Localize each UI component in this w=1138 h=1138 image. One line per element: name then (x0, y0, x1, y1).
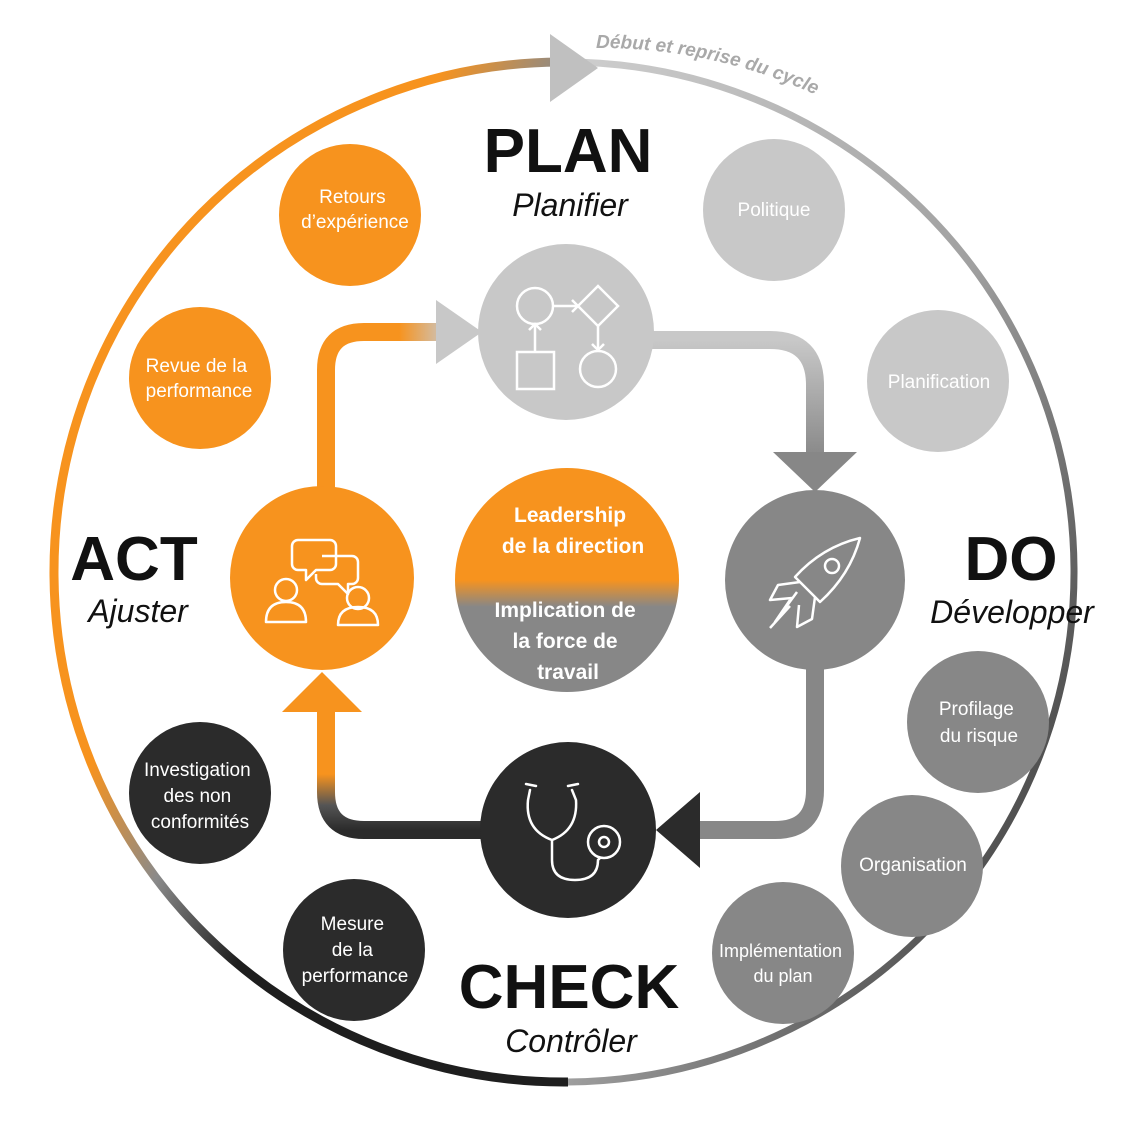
svg-text:Implémentation du plan: Implémentation du plan (719, 941, 847, 986)
bubble-revue-line-2: performance (146, 381, 253, 402)
bubble-organisation-label: Organisation (859, 855, 967, 876)
bubble-profilage-line-1: Profilage (939, 699, 1014, 720)
act-subtitle: Ajuster (86, 593, 189, 629)
rocket-icon (768, 536, 862, 629)
center-bottom-line-1: Implication de (494, 599, 635, 622)
svg-text:Mesure de la perfo: Mesure de la performance (302, 914, 409, 987)
act-title: ACT (70, 525, 198, 594)
bubble-mesure-line-1: Mesure (321, 914, 384, 935)
center-bottom-line-2: la force de (513, 630, 618, 653)
check-title: CHECK (459, 953, 680, 1022)
center-top-line-1: Leadership (514, 504, 626, 527)
bubble-profilage-risque: Profilage du risque (907, 651, 1049, 793)
bubble-retours-line-2: d’expérience (301, 212, 409, 233)
bubble-politique: Politique (703, 139, 845, 281)
plan-subtitle: Planifier (512, 187, 629, 223)
do-node (725, 490, 905, 670)
arrow-to-check-icon (656, 792, 700, 868)
act-node (230, 486, 414, 670)
bubble-implementation-line-1: Implémentation (719, 941, 842, 961)
do-subtitle: Développer (930, 594, 1095, 630)
bubble-retours-experience: Retours d’expérience (279, 144, 421, 286)
arrow-to-do-icon (773, 452, 857, 492)
bubble-planification: Planification (867, 310, 1009, 452)
bubble-planification-label: Planification (888, 372, 990, 393)
svg-text:Profilage du risque: Profilage du risque (939, 699, 1019, 747)
bubble-investigation-non-conformites: Investigation des non conformités (129, 722, 271, 864)
bubble-mesure-performance: Mesure de la performance (283, 879, 425, 1021)
stethoscope-icon (524, 782, 622, 882)
do-title: DO (965, 525, 1058, 594)
arrow-to-act-icon (282, 672, 362, 712)
svg-text:Investigation des non: Investigation des non conformités (144, 760, 256, 833)
bubble-politique-label: Politique (738, 200, 811, 221)
bubble-revue-line-1: Revue de la (146, 356, 248, 377)
center-workforce-label: Implication de la force de travail (494, 599, 641, 684)
center-bottom-line-3: travail (537, 661, 599, 684)
bubble-investigation-line-1: Investigation (144, 760, 251, 781)
discussion-people-icon (264, 538, 380, 627)
bubble-investigation-line-2: des non (164, 786, 232, 807)
center-top-line-2: de la direction (502, 535, 644, 558)
bubble-implementation-line-2: du plan (753, 966, 812, 986)
check-node (480, 742, 656, 918)
bubble-profilage-line-2: du risque (940, 726, 1018, 747)
bubble-investigation-line-3: conformités (151, 812, 249, 833)
svg-text:Revue de la performance: Revue de la performance (146, 356, 253, 402)
bubble-implementation-plan: Implémentation du plan (712, 882, 854, 1024)
center-circle: Leadership de la direction Implication d… (455, 468, 679, 692)
bubble-organisation: Organisation (841, 795, 983, 937)
bubble-mesure-line-2: de la (332, 940, 374, 961)
center-leadership-label: Leadership de la direction (502, 504, 644, 558)
bubble-retours-line-1: Retours (319, 187, 386, 208)
svg-text:Retours d’expérience: Retours d’expérience (301, 187, 409, 233)
cycle-start-arrow-icon (550, 34, 598, 102)
check-subtitle: Contrôler (505, 1023, 638, 1059)
flowchart-icon (515, 284, 620, 391)
arrow-to-plan-icon (436, 300, 482, 364)
bubble-mesure-line-3: performance (302, 966, 409, 987)
inner-loop (282, 300, 857, 868)
plan-title: PLAN (484, 117, 653, 186)
bubble-revue-performance: Revue de la performance (129, 307, 271, 449)
plan-node (478, 244, 654, 420)
